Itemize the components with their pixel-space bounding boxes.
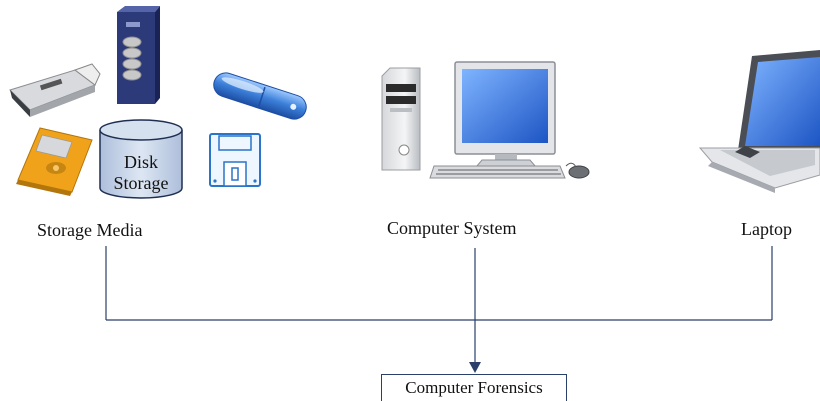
floppy-disk-orange-icon xyxy=(16,127,93,196)
desktop-computer-icon xyxy=(381,61,590,179)
usb-drive-icon xyxy=(9,63,101,117)
connector-lines xyxy=(105,246,773,364)
disk-storage-label: Disk Storage xyxy=(101,152,181,194)
disk-storage-label-line1: Disk xyxy=(123,152,158,172)
laptop-label: Laptop xyxy=(741,219,792,239)
usb-pen-drive-icon xyxy=(213,72,307,120)
floppy-disk-blue-icon xyxy=(209,133,261,187)
laptop-icon xyxy=(698,50,820,193)
arrow-head-icon xyxy=(469,362,481,373)
computer-system-label: Computer System xyxy=(387,218,517,238)
storage-media-label: Storage Media xyxy=(37,220,143,240)
computer-forensics-box: Computer Forensics xyxy=(381,374,567,401)
disk-storage-label-line2: Storage xyxy=(113,173,169,193)
server-tower-icon xyxy=(117,6,160,104)
disk-storage-cylinder-icon xyxy=(99,119,183,199)
